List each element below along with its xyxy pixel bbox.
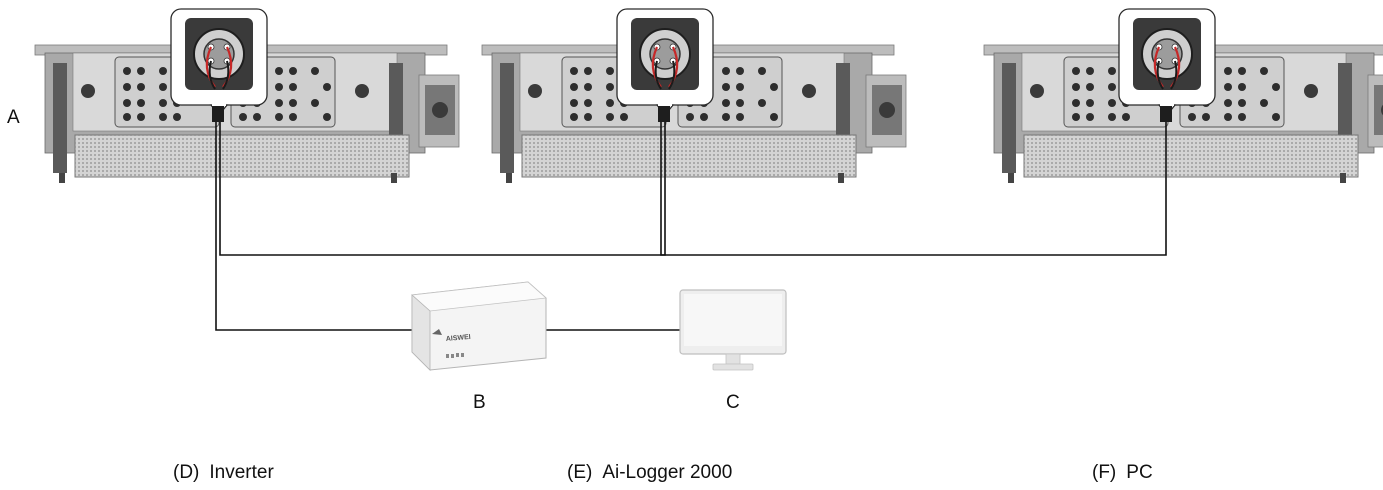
rs485-cable	[215, 122, 1167, 331]
ai-logger: AISWEI	[411, 281, 547, 371]
comm-connector-1	[212, 106, 224, 122]
legend-item-ai-logger: (E) Ai-Logger 2000	[567, 462, 732, 484]
legend-code: (F)	[1092, 462, 1117, 483]
legend-text: Inverter	[209, 462, 274, 483]
legend-text: Ai-Logger 2000	[602, 462, 733, 483]
legend-code: (E)	[567, 462, 593, 483]
legend-item-pc: (F) PC	[1092, 462, 1153, 484]
comm-port-zoom-1	[169, 7, 269, 117]
comm-connector-2	[658, 106, 670, 122]
comm-connector-3	[1160, 106, 1172, 122]
legend-code: (D)	[173, 462, 200, 483]
pc-monitor	[679, 289, 787, 371]
label-b: B	[473, 392, 486, 413]
ai-logger-brand: AISWEI	[446, 334, 471, 343]
legend-item-inverter: (D) Inverter	[173, 462, 274, 484]
label-c: C	[726, 392, 740, 413]
legend-text: PC	[1126, 462, 1153, 483]
comm-port-zoom-2	[615, 7, 715, 117]
comm-port-zoom-3	[1117, 7, 1217, 117]
label-a: A	[7, 107, 20, 128]
